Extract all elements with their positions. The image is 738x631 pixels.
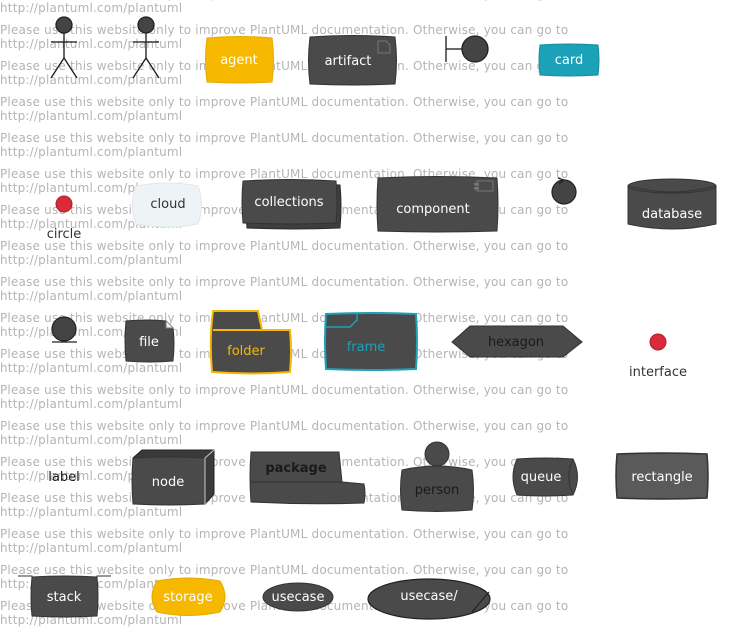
agent-node[interactable]: agent [205, 36, 274, 84]
card-label: card [555, 53, 583, 68]
person-node[interactable]: person [400, 441, 474, 512]
watermark-text: http://plantuml.com/plantuml [0, 145, 183, 159]
stack-node[interactable]: stack [18, 575, 111, 618]
frame-label: frame [347, 340, 386, 355]
watermark-text: http://plantuml.com/plantuml [0, 109, 183, 123]
cloud-node[interactable]: cloud [132, 182, 202, 228]
business-actor-node[interactable] [132, 16, 160, 79]
watermark-text: http://plantuml.com/plantuml [0, 541, 183, 555]
rectangle-label: rectangle [631, 470, 692, 485]
person-label: person [415, 483, 460, 498]
component-node[interactable]: component [376, 176, 499, 233]
watermark-text: Please use this website only to improve … [0, 95, 569, 109]
business-usecase-node[interactable]: usecase/ [367, 578, 491, 620]
control-node[interactable] [551, 177, 577, 205]
watermark-text: http://plantuml.com/plantuml [0, 37, 183, 51]
watermark-text: http://plantuml.com/plantuml [0, 505, 183, 519]
watermark-text: Please use this website only to improve … [0, 383, 569, 397]
watermark-text: http://plantuml.com/plantuml [0, 73, 183, 87]
watermark-text: Please use this website only to improve … [0, 131, 569, 145]
watermark-text: Please use this website only to improve … [0, 239, 569, 253]
usecase-label: usecase [272, 590, 325, 605]
watermark-text: Please use this website only to improve … [0, 275, 569, 289]
watermark-text: http://plantuml.com/plantuml [0, 433, 183, 447]
collections-node[interactable]: collections [241, 179, 342, 230]
interface-label: interface [629, 365, 687, 380]
entity-node[interactable] [51, 316, 77, 343]
agent-label: agent [220, 53, 258, 68]
business-usecase-label: usecase/ [400, 589, 458, 604]
artifact-label: artifact [325, 54, 372, 69]
hexagon-label: hexagon [488, 335, 544, 350]
component-icon [476, 180, 494, 192]
watermark-text: Please use this website only to improve … [0, 59, 569, 73]
watermark-text: http://plantuml.com/plantuml [0, 289, 183, 303]
watermark-text: http://plantuml.com/plantuml [0, 397, 183, 411]
node-label: node [152, 475, 184, 490]
database-node[interactable]: database [627, 178, 717, 230]
package-label: package [265, 461, 327, 476]
queue-node[interactable]: queue [512, 457, 578, 497]
package-node[interactable]: package [249, 451, 366, 505]
folder-label: folder [227, 344, 265, 359]
watermark-text: Please use this website only to improve … [0, 419, 569, 433]
watermark-text: Please use this website only to improve … [0, 527, 569, 541]
file-label: file [139, 335, 159, 350]
actor-node[interactable] [50, 16, 78, 79]
circle-node[interactable]: circle [47, 195, 82, 242]
watermark-text: Please use this website only to improve … [0, 563, 569, 577]
node-node[interactable]: node [131, 449, 215, 506]
watermark-text: http://plantuml.com/plantuml [0, 253, 183, 267]
rectangle-node[interactable]: rectangle [615, 452, 709, 500]
watermark-text: http://plantuml.com/plantuml [0, 1, 183, 15]
boundary-node[interactable] [445, 35, 489, 63]
watermark-text: Please use this website only to improve … [0, 0, 568, 1]
database-label: database [642, 207, 702, 222]
queue-label: queue [521, 470, 562, 485]
component-label: component [396, 202, 470, 217]
storage-node[interactable]: storage [151, 577, 226, 616]
frame-node[interactable]: frame [324, 312, 418, 371]
circle-label: circle [47, 227, 82, 242]
label-label: label [48, 470, 79, 485]
artifact-icon [377, 40, 391, 54]
interface-node[interactable]: interface [629, 333, 687, 380]
card-node[interactable]: card [538, 43, 600, 77]
file-node[interactable]: file [124, 319, 175, 363]
hexagon-node[interactable]: hexagon [451, 325, 583, 358]
folder-node[interactable]: folder [209, 310, 292, 375]
cloud-label: cloud [150, 197, 185, 212]
usecase-node[interactable]: usecase [262, 582, 334, 612]
label-node[interactable]: label [48, 470, 79, 485]
collections-label: collections [254, 195, 323, 210]
storage-label: storage [163, 590, 212, 605]
artifact-node[interactable]: artifact [308, 35, 397, 86]
stack-label: stack [47, 590, 82, 605]
watermark-text: http://plantuml.com/plantuml [0, 361, 183, 375]
